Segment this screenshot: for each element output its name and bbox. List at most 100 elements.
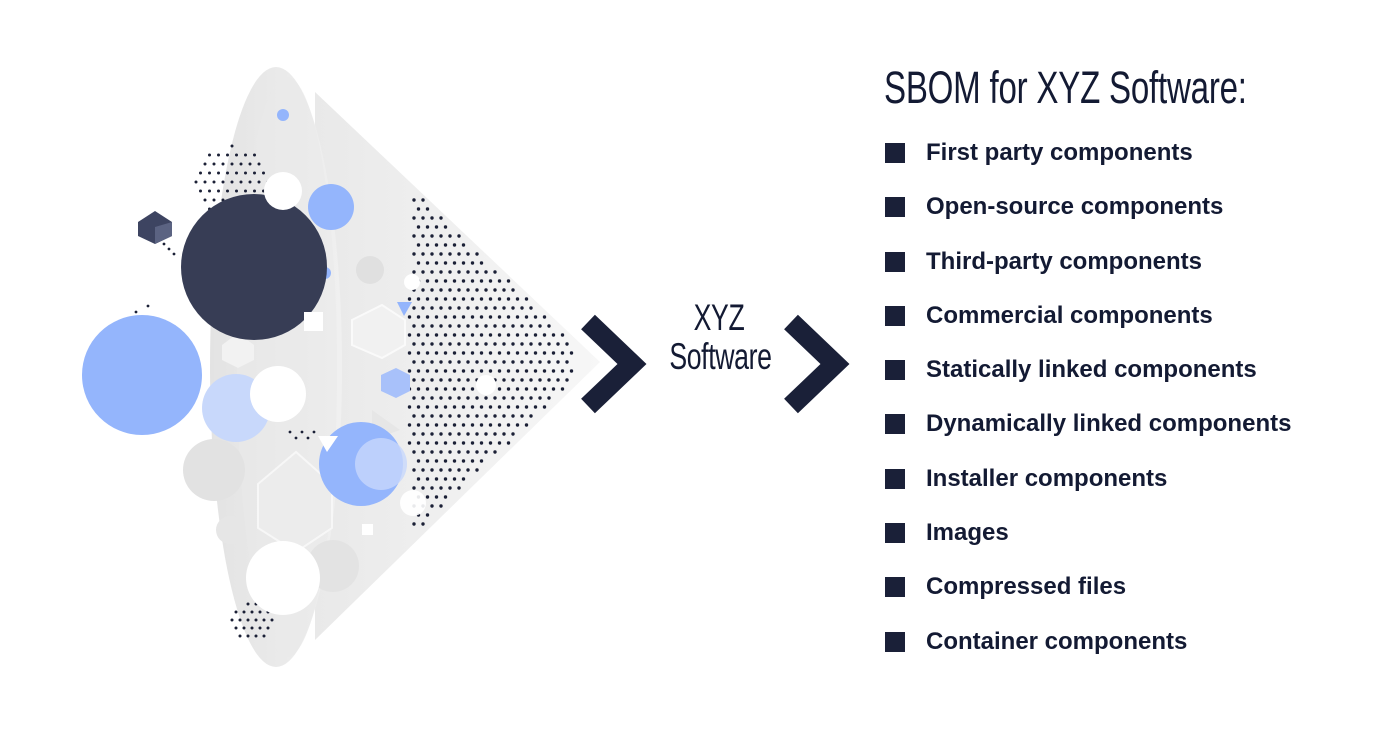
pattern-dot — [250, 626, 254, 630]
pattern-dot — [262, 634, 266, 638]
pattern-dot — [221, 180, 225, 184]
white-circle — [250, 366, 306, 422]
pattern-dot — [412, 306, 416, 310]
pattern-dot — [547, 378, 551, 382]
pattern-dot — [470, 315, 475, 319]
pattern-dot — [569, 369, 574, 373]
pattern-dot — [448, 450, 452, 454]
pattern-dot — [556, 342, 560, 346]
pattern-dot — [434, 297, 439, 301]
pattern-dot — [448, 324, 452, 328]
pattern-dot — [448, 288, 452, 292]
pattern-dot — [412, 414, 416, 418]
pattern-dot — [443, 495, 448, 499]
pattern-dot — [208, 153, 211, 157]
pattern-dot — [466, 324, 470, 328]
pattern-dot — [461, 387, 466, 391]
square-bullet-icon — [885, 360, 905, 381]
pattern-dot — [470, 261, 475, 265]
pattern-dot — [506, 387, 511, 391]
pattern-dot — [425, 405, 430, 409]
pattern-dot — [457, 450, 461, 454]
pattern-dot — [425, 351, 430, 355]
pattern-dot — [457, 270, 461, 274]
pattern-dot — [542, 315, 547, 319]
pattern-dot — [470, 387, 475, 391]
center-label-line1: XYZ — [693, 297, 745, 338]
pattern-dot — [479, 315, 484, 319]
pattern-dot — [493, 432, 497, 436]
pattern-dot — [466, 396, 470, 400]
pattern-dot — [529, 396, 533, 400]
square-bullet-icon — [885, 523, 905, 544]
pattern-dot — [217, 189, 220, 193]
pattern-dot — [439, 468, 443, 472]
pattern-dot — [506, 423, 511, 427]
pattern-dot — [511, 414, 515, 418]
pattern-dot — [520, 396, 524, 400]
center-label-line2: Software — [669, 336, 772, 377]
pattern-dot — [257, 180, 261, 184]
pattern-dot — [270, 618, 274, 622]
pattern-dot — [425, 441, 430, 445]
pattern-dot — [461, 243, 466, 247]
pattern-dot — [226, 189, 229, 193]
pattern-dot — [434, 243, 439, 247]
pattern-dot — [146, 304, 150, 308]
pattern-dot — [448, 252, 452, 256]
pattern-dot — [484, 396, 488, 400]
pattern-dot — [434, 315, 439, 319]
pattern-dot — [511, 432, 515, 436]
pattern-dot — [425, 297, 430, 301]
pattern-dot — [457, 486, 461, 490]
pattern-dot — [448, 378, 452, 382]
pattern-dot — [439, 270, 443, 274]
list-item-label: Compressed files — [926, 573, 1127, 601]
blue-hexagon — [381, 368, 410, 398]
pattern-dot — [497, 369, 502, 373]
pattern-dot — [425, 315, 430, 319]
blue-circle-large — [82, 315, 202, 435]
pattern-dot — [425, 387, 430, 391]
pattern-dot — [452, 333, 457, 337]
pattern-dot — [416, 441, 421, 445]
pattern-dot — [551, 387, 556, 391]
pattern-dot — [439, 216, 443, 220]
white-circle — [400, 490, 426, 516]
pattern-dot — [470, 441, 475, 445]
pattern-dot — [506, 297, 511, 301]
pattern-dot — [542, 405, 547, 409]
pattern-dot — [234, 610, 238, 614]
list-item-label: Statically linked components — [926, 356, 1257, 384]
pattern-dot — [416, 387, 421, 391]
pattern-dot — [488, 297, 493, 301]
pattern-dot — [412, 396, 416, 400]
white-circle — [264, 172, 302, 210]
pattern-dot — [502, 432, 506, 436]
pattern-dot — [479, 459, 484, 463]
dot-pattern-mid — [134, 242, 316, 440]
list-item: First party components — [885, 126, 1291, 180]
pattern-dot — [565, 360, 569, 364]
pattern-dot — [457, 324, 461, 328]
pattern-dot — [461, 297, 466, 301]
pattern-dot — [493, 324, 497, 328]
pattern-dot — [452, 243, 457, 247]
pattern-dot — [407, 441, 412, 445]
pattern-dot — [248, 180, 252, 184]
pattern-dot — [475, 468, 479, 472]
pattern-dot — [412, 450, 416, 454]
pattern-dot — [448, 342, 452, 346]
list-item: Container components — [885, 615, 1291, 669]
list-item-label: Images — [926, 519, 1009, 547]
dark-cube-face — [155, 222, 172, 244]
gray-circle — [183, 439, 245, 501]
pattern-dot — [430, 504, 434, 508]
pattern-dot — [466, 360, 470, 364]
pattern-dot — [412, 216, 416, 220]
pattern-dot — [493, 450, 497, 454]
pattern-dot — [479, 441, 484, 445]
pattern-dot — [439, 504, 443, 508]
pattern-dot — [242, 610, 246, 614]
